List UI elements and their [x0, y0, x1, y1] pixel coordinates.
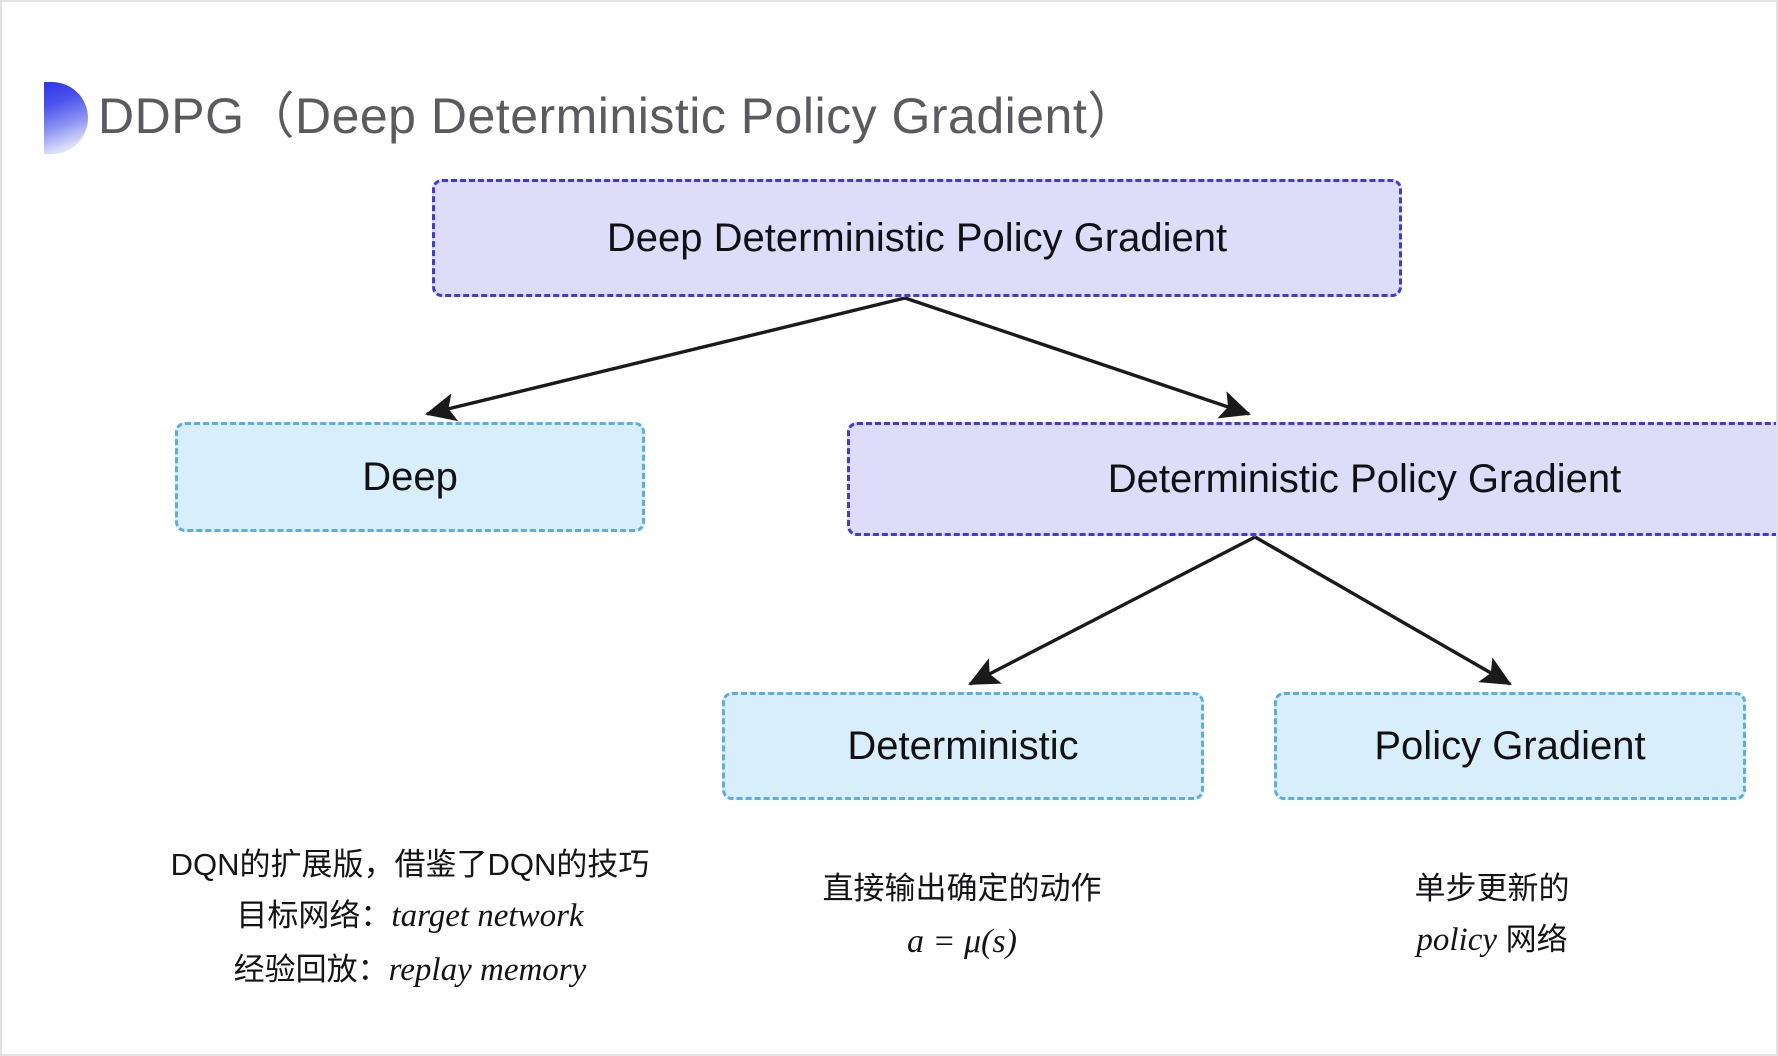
annotation-deep-line3-term: replay memory: [388, 951, 587, 988]
annotation-policy-gradient-line1: 单步更新的: [1414, 871, 1570, 906]
edge-dpg-to-policy-gradient: [1254, 535, 1512, 686]
annotation-deep-line3: 经验回放：replay memory: [150, 944, 670, 997]
annotation-deep: DQN的扩展版，借鉴了DQN的技巧 目标网络：target network 经验…: [150, 840, 670, 997]
annotation-policy-gradient-term: policy: [1416, 922, 1497, 959]
edge-root-to-dpg: [904, 296, 1251, 419]
half-circle-bullet-icon: [44, 82, 88, 154]
node-deep[interactable]: Deep: [175, 422, 645, 532]
annotation-deep-line2-label: 目标网络：: [236, 898, 392, 934]
edge-dpg-to-deterministic: [968, 535, 1256, 686]
edge-root-to-deep: [425, 296, 906, 422]
annotation-policy-gradient: 单步更新的 policy 网络: [1322, 864, 1662, 968]
page-title: DDPG（Deep Deterministic Policy Gradient）: [98, 88, 1138, 144]
annotation-deterministic-formula: a = μ(s): [907, 923, 1017, 961]
annotation-deep-line2-term: target network: [391, 898, 584, 935]
annotation-deep-line2: 目标网络：target network: [150, 890, 670, 943]
annotation-deterministic-line1: 直接输出确定的动作: [822, 871, 1102, 906]
node-label: Deep Deterministic Policy Gradient: [606, 216, 1228, 260]
node-label: Deep: [362, 455, 458, 499]
node-policy-gradient[interactable]: Policy Gradient: [1274, 692, 1746, 800]
node-label: Deterministic Policy Gradient: [1107, 457, 1622, 501]
node-deterministic-policy-gradient[interactable]: Deterministic Policy Gradient: [847, 422, 1776, 536]
annotation-deep-line1: DQN的扩展版，借鉴了DQN的技巧: [170, 847, 650, 882]
annotation-policy-gradient-line2: policy 网络: [1322, 914, 1662, 967]
node-deterministic[interactable]: Deterministic: [722, 692, 1204, 800]
node-label: Deterministic: [847, 724, 1079, 768]
node-deep-deterministic-policy-gradient[interactable]: Deep Deterministic Policy Gradient: [432, 179, 1402, 297]
annotation-deep-line3-label: 经验回放：: [233, 951, 389, 987]
annotation-deterministic: 直接输出确定的动作 a = μ(s): [762, 864, 1162, 969]
annotation-policy-gradient-suffix: 网络: [1497, 922, 1568, 958]
node-label: Policy Gradient: [1374, 724, 1646, 768]
